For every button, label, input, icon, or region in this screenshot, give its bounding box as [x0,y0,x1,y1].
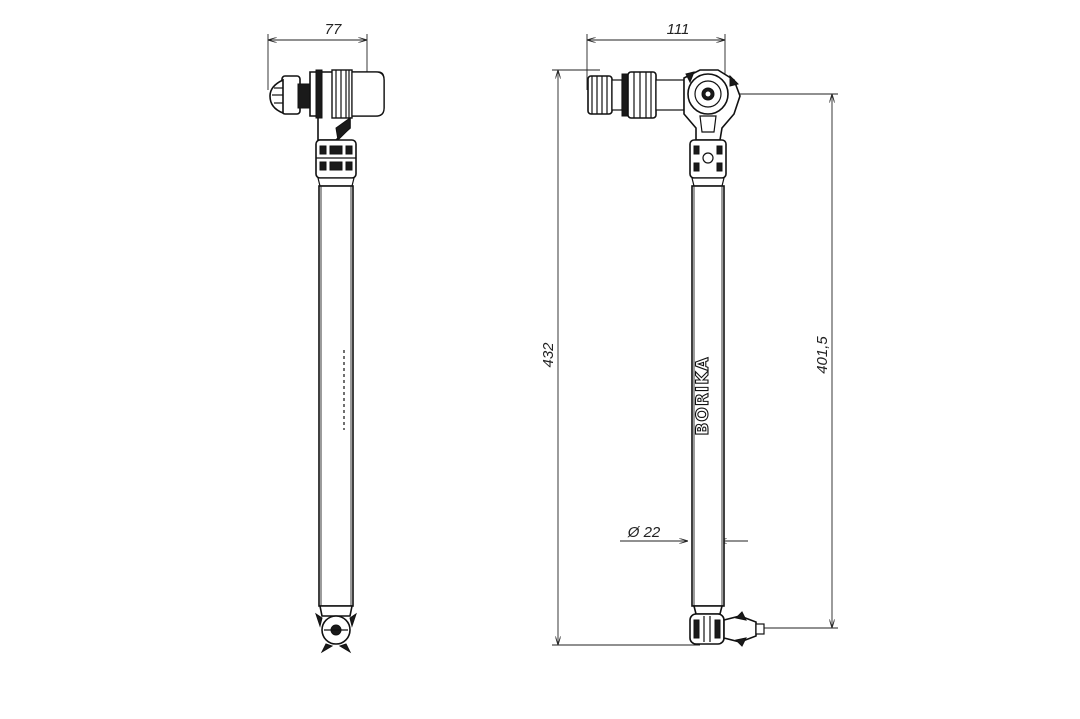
dimension-side-width: 77 [325,21,342,38]
side-bottom-fitting [315,605,357,654]
side-tube [318,185,354,607]
dimension-pivot-height: 401,5 [814,336,831,374]
front-collar [689,139,727,187]
side-head [309,69,385,142]
side-collar [315,139,357,187]
front-knob [587,71,685,119]
side-knob [269,75,311,115]
dimension-diameter: Ø 22 [627,524,661,541]
front-view: 111 432 401,5 Ø 22 [540,21,838,647]
dimension-front-width: 111 [667,21,690,38]
dimension-total-height: 432 [540,342,557,368]
front-bottom-fitting [689,605,765,647]
side-view: 77 [267,21,385,654]
front-head [683,69,741,141]
front-tube: BORIKA [691,185,725,607]
brand-label: BORIKA [693,356,713,435]
